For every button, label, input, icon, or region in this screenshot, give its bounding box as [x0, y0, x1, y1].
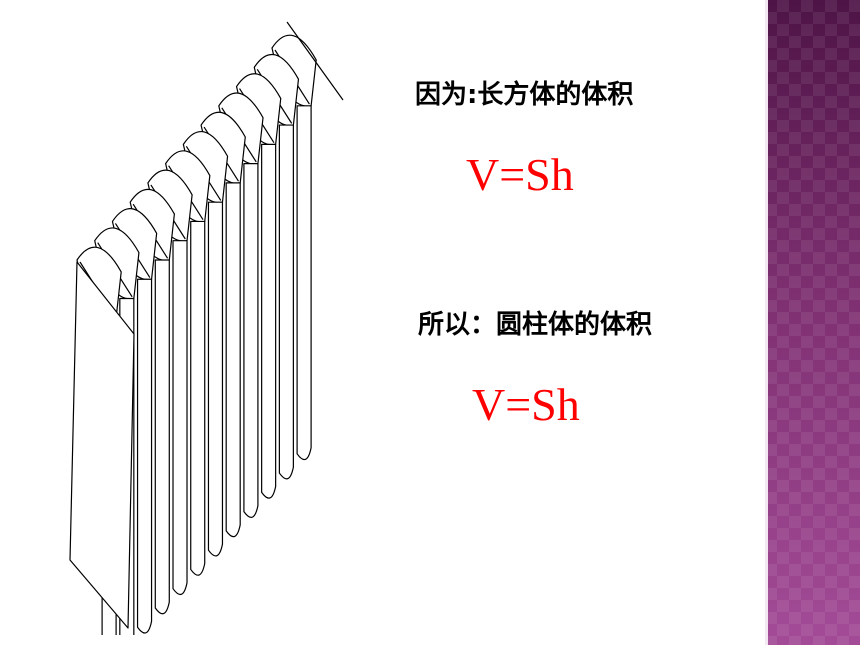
slice-body	[296, 105, 312, 461]
cylinder-volume-label: 所以：圆柱体的体积	[418, 310, 653, 340]
rect-volume-label: 因为:长方体的体积	[415, 80, 634, 110]
slice-body	[136, 278, 153, 634]
slice-body	[261, 143, 277, 499]
cylinder-slices-group	[69, 34, 317, 635]
slice-body	[190, 220, 206, 576]
rearranged-cylinder-figure	[69, 21, 344, 635]
cylinder-volume-formula: V=Sh	[472, 379, 580, 430]
slice-body	[243, 163, 259, 518]
slice-body	[207, 201, 224, 557]
slice-body	[154, 259, 170, 615]
slice-body	[172, 240, 188, 596]
decorative-side-band	[765, 0, 860, 645]
slice-body	[225, 182, 241, 538]
back-top-edge	[286, 21, 344, 101]
rect-volume-formula: V=Sh	[466, 149, 574, 200]
slice-body	[278, 124, 294, 480]
front-face	[69, 261, 135, 629]
